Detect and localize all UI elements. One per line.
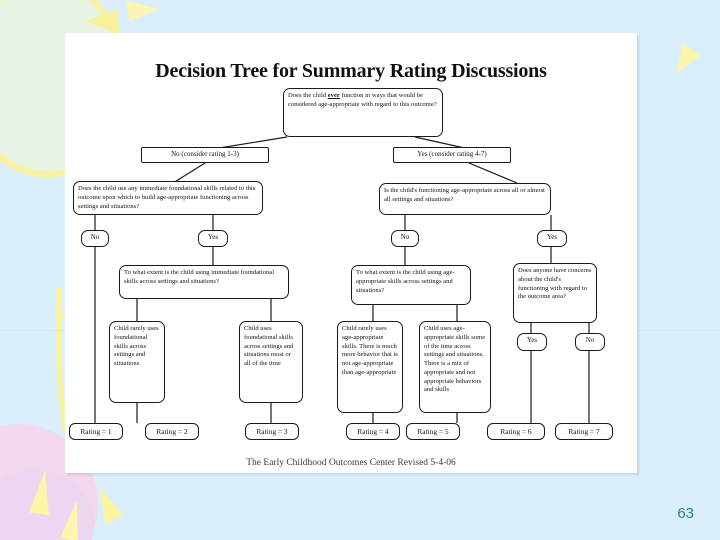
concerns-no[interactable]: No bbox=[575, 333, 605, 351]
right-branch-no[interactable]: No bbox=[391, 230, 419, 247]
page-number: 63 bbox=[677, 505, 694, 522]
root-question-text: function in ways that would be considere… bbox=[288, 92, 437, 108]
connector-lines bbox=[94, 136, 590, 423]
concerns-question-box[interactable]: Does anyone have concerns about the chil… bbox=[513, 263, 597, 323]
confetti-triangle-4 bbox=[29, 468, 55, 516]
rating-box-4[interactable]: Rating = 4 bbox=[346, 423, 400, 440]
balloon-decoration-bottom-left-2 bbox=[0, 470, 94, 540]
rating-box-1[interactable]: Rating = 1 bbox=[69, 423, 123, 440]
source-caption: The Early Childhood Outcomes Center Revi… bbox=[246, 458, 456, 468]
concerns-yes[interactable]: Yes bbox=[517, 333, 547, 351]
outcome-box-2[interactable]: Child uses foundational skills across se… bbox=[239, 321, 303, 403]
outcome-box-4[interactable]: Child uses age-appropriate skills some o… bbox=[419, 321, 491, 413]
confetti-triangle-2 bbox=[121, 0, 159, 22]
right-question-box[interactable]: Is the child's functioning age-appropria… bbox=[379, 183, 551, 215]
left-branch-no[interactable]: No bbox=[81, 230, 109, 247]
confetti-triangle-5 bbox=[88, 483, 124, 525]
page-title: Decision Tree for Summary Rating Discuss… bbox=[155, 60, 547, 82]
left-extent-question-box[interactable]: To what extent is the child using immedi… bbox=[119, 265, 289, 299]
rating-box-2[interactable]: Rating = 2 bbox=[145, 423, 199, 440]
confetti-triangle-7 bbox=[664, 39, 702, 73]
branch-yes-label[interactable]: Yes (consider rating 4-7) bbox=[393, 147, 511, 163]
left-branch-yes[interactable]: Yes bbox=[198, 230, 228, 247]
rating-box-3[interactable]: Rating = 3 bbox=[245, 423, 299, 440]
right-extent-question-box[interactable]: To what extent is the child using age-ap… bbox=[351, 265, 471, 305]
rating-box-5[interactable]: Rating = 5 bbox=[406, 423, 460, 440]
decision-tree: Does the child ever function in ways tha… bbox=[65, 33, 637, 473]
confetti-triangle-6 bbox=[60, 498, 86, 540]
right-branch-yes[interactable]: Yes bbox=[537, 230, 567, 247]
root-question-box[interactable]: Does the child ever function in ways tha… bbox=[283, 88, 443, 137]
root-question-emphasis: ever bbox=[327, 92, 340, 99]
outcome-box-1[interactable]: Child rarely uses foundational skills ac… bbox=[109, 321, 165, 403]
left-question-box[interactable]: Does the child use any immediate foundat… bbox=[73, 181, 263, 215]
rating-box-7[interactable]: Rating = 7 bbox=[555, 423, 613, 440]
branch-no-label[interactable]: No (consider rating 1-3) bbox=[141, 147, 269, 163]
confetti-triangle-1 bbox=[85, 0, 127, 34]
outcome-box-3[interactable]: Child rarely uses age-appropriate skills… bbox=[337, 321, 403, 413]
slide-canvas: Decision Tree for Summary Rating Discuss… bbox=[65, 33, 637, 473]
rating-box-6[interactable]: Rating = 6 bbox=[487, 423, 545, 440]
